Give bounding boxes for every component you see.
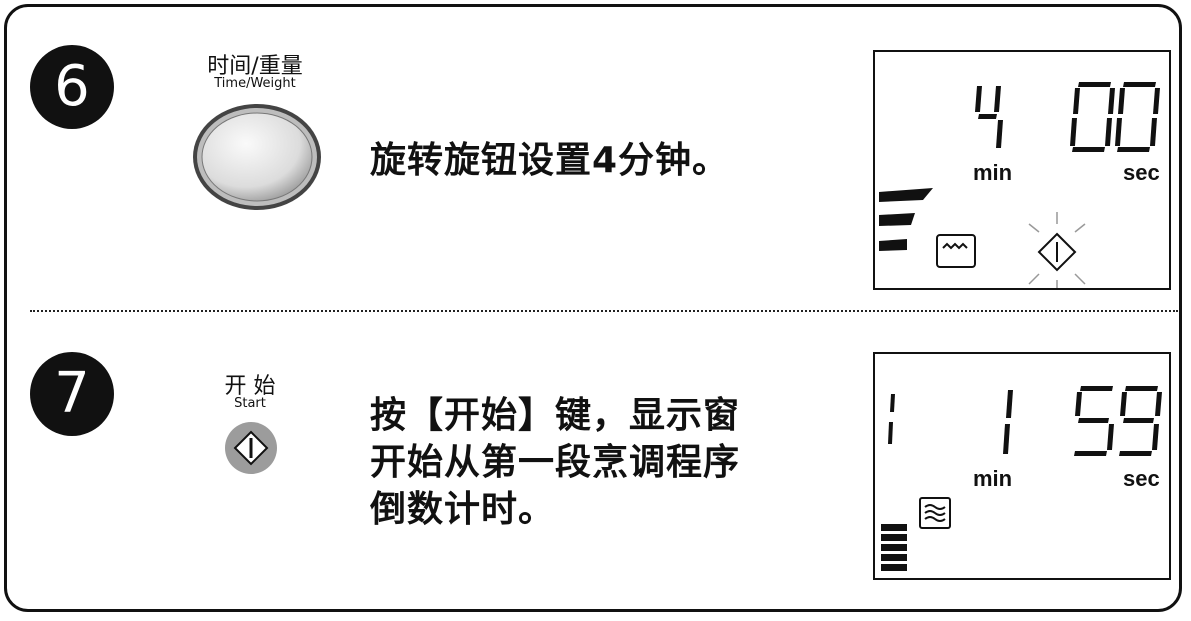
step-6-instruction: 旋转旋钮设置4分钟。 [370,140,730,181]
step-7-digit-1 [1003,390,1013,454]
step-7-instruction-line-2: 开始从第一段烹调程序 [370,442,741,483]
step-7-instruction: 按【开始】键，显示窗 开始从第一段烹调程序 倒数计时。 [370,392,740,533]
microwave-icon [919,497,951,529]
step-6-digit-4 [975,86,1003,148]
step-6-power-bars [879,188,933,251]
step-7-instruction-line-3: 倒数计时。 [370,489,556,530]
step-6-unit-min: min [973,160,1013,185]
start-label-en: Start [234,396,266,411]
step-6-digit-0b [1115,82,1160,152]
step-7-badge: 7 [30,352,114,436]
start-button-icon [225,422,277,474]
start-blinking-icon [1028,212,1086,288]
step-6-number: 6 [54,54,90,119]
start-button[interactable] [224,421,278,475]
step-7-display-graphics [881,386,1162,571]
step-7-digit-5 [1074,386,1114,456]
step-7-digit-9 [1119,386,1162,456]
step-7-display: min sec [873,352,1171,580]
time-weight-label-en: Time/Weight [214,76,296,91]
step-6-digit-0a [1070,82,1115,152]
oven-grill-icon [936,234,976,268]
step-6-badge: 6 [30,45,114,129]
step-7-power-bars [881,524,907,571]
time-weight-label-zh: 时间/重量 [207,54,303,79]
step-7-unit-sec: sec [1123,466,1160,491]
step-7-number: 7 [54,361,90,426]
start-label-zh: 开 始 [224,374,276,399]
step-7-hour-segment [888,394,895,444]
step-7-instruction-line-1: 按【开始】键，显示窗 [370,395,741,436]
step-divider [30,310,1178,312]
page-frame [4,4,1182,612]
step-6-display-graphics [879,82,1160,288]
time-weight-knob[interactable] [190,102,324,212]
knob-icon [193,104,321,210]
step-7-unit-min: min [973,466,1013,491]
step-6-display: min sec [873,50,1171,290]
step-6-unit-sec: sec [1123,160,1160,185]
